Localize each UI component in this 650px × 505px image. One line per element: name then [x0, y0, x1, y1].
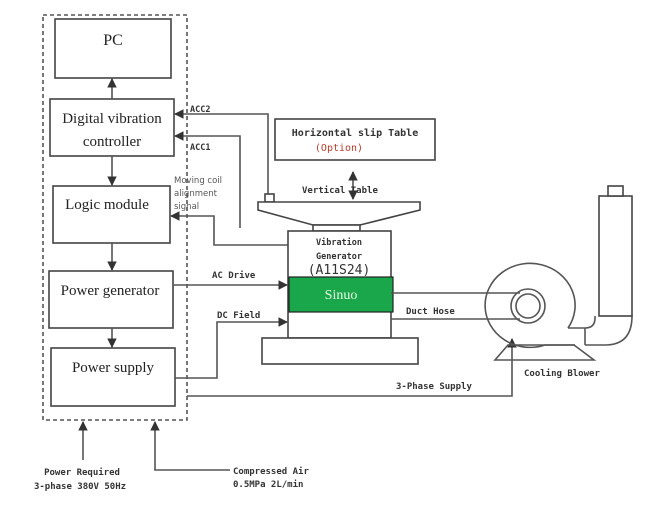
air-spec-label: 0.5MPa 2L/min — [233, 479, 303, 490]
moving-coil-label-2: alignment — [174, 189, 218, 199]
dc-field-label: DC Field — [217, 310, 260, 321]
ac-drive-label: AC Drive — [212, 270, 256, 281]
control-cabinet-boundary — [42, 14, 188, 421]
blower-housing — [484, 262, 576, 349]
compressed-air-label: Compressed Air — [233, 466, 309, 477]
controller-block — [49, 98, 175, 157]
pc-label: PC — [103, 32, 123, 49]
slip-table-label: Horizontal slip Table — [292, 127, 418, 139]
power-supply-block — [50, 347, 176, 407]
brand-label: Sinuo — [325, 288, 358, 303]
slip-table-option: (Option) — [315, 143, 363, 154]
three-phase-supply-line — [187, 338, 517, 397]
blower-inlet-outer — [510, 288, 546, 324]
acc1-label: ACC1 — [190, 143, 210, 153]
blower-exhaust-tube — [598, 195, 633, 317]
cooling-blower-label: Cooling Blower — [524, 368, 600, 379]
blower-elbow-outer — [585, 315, 633, 346]
logic-module-label: Logic module — [65, 197, 149, 213]
generator-label-1: Vibration — [316, 237, 362, 248]
power-generator-label: Power generator — [61, 283, 160, 299]
moving-coil-label-1: Moving coil — [174, 176, 222, 186]
blower-stand — [493, 344, 597, 361]
vertical-table-label: Vertical Table — [302, 185, 378, 196]
pc-block — [54, 18, 172, 79]
moving-coil-label-3: signal — [174, 202, 199, 212]
logic-module-block — [52, 185, 171, 244]
controller-label-2: controller — [83, 134, 141, 150]
moving-coil-line — [170, 211, 288, 246]
generator-model: (A11S24) — [308, 263, 371, 278]
dc-field-line — [175, 317, 288, 379]
power-supply-label: Power supply — [72, 360, 155, 376]
blower-inlet-inner — [515, 293, 541, 319]
power-generator-block — [48, 270, 174, 329]
controller-label-1: Digital vibration — [62, 111, 162, 127]
vertical-table — [257, 201, 421, 226]
blower-exhaust-cap — [607, 185, 624, 197]
acc1-line — [174, 131, 241, 228]
generator-label-2: Generator — [316, 252, 362, 262]
duct-hose-label: Duct Hose — [406, 307, 455, 317]
power-required-label: Power Required — [44, 467, 120, 478]
accelerometer-sensor — [264, 193, 275, 203]
table-neck — [312, 224, 361, 232]
power-spec-label: 3-phase 380V 50Hz — [34, 482, 126, 492]
acc2-label: ACC2 — [190, 105, 210, 115]
air-input-arrow — [150, 421, 230, 471]
generator-base — [261, 337, 419, 365]
brand-badge — [288, 276, 394, 313]
three-phase-supply-label: 3-Phase Supply — [396, 382, 472, 392]
horizontal-slip-table — [274, 118, 436, 161]
acc2-line — [174, 109, 269, 196]
